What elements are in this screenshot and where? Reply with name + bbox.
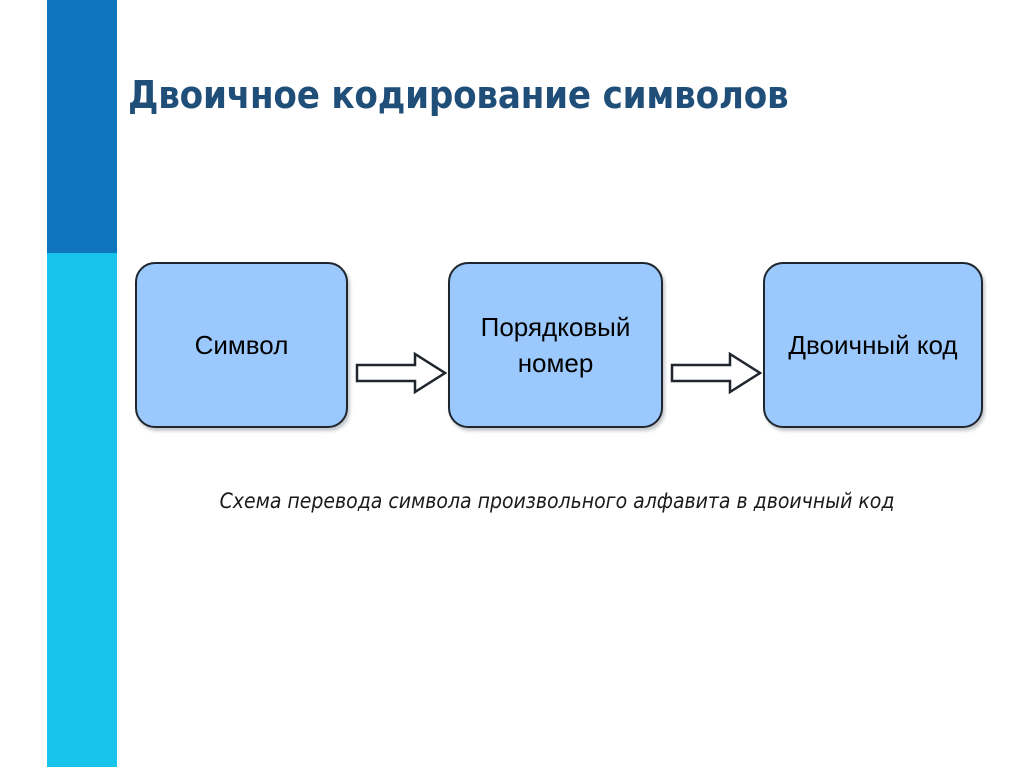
arrow-right-icon	[355, 352, 447, 394]
diagram-node-symbol-label: Символ	[194, 330, 289, 360]
sidebar-accent-bottom	[47, 253, 117, 767]
arrow-right-icon	[670, 352, 762, 394]
diagram-node-symbol[interactable]: Символ	[135, 262, 348, 428]
sidebar-accent-bar	[47, 0, 117, 767]
diagram-node-ordinal-number-label: Порядковый номер	[480, 312, 631, 378]
diagram-node-ordinal-number[interactable]: Порядковый номер	[448, 262, 663, 428]
diagram-caption: Схема перевода символа произвольного алф…	[219, 489, 895, 513]
diagram-node-binary-code-label: Двоичный код	[788, 330, 958, 360]
sidebar-accent-top	[47, 0, 117, 253]
diagram-node-binary-code[interactable]: Двоичный код	[763, 262, 983, 428]
page-title: Двоичное кодирование символов	[128, 73, 789, 118]
